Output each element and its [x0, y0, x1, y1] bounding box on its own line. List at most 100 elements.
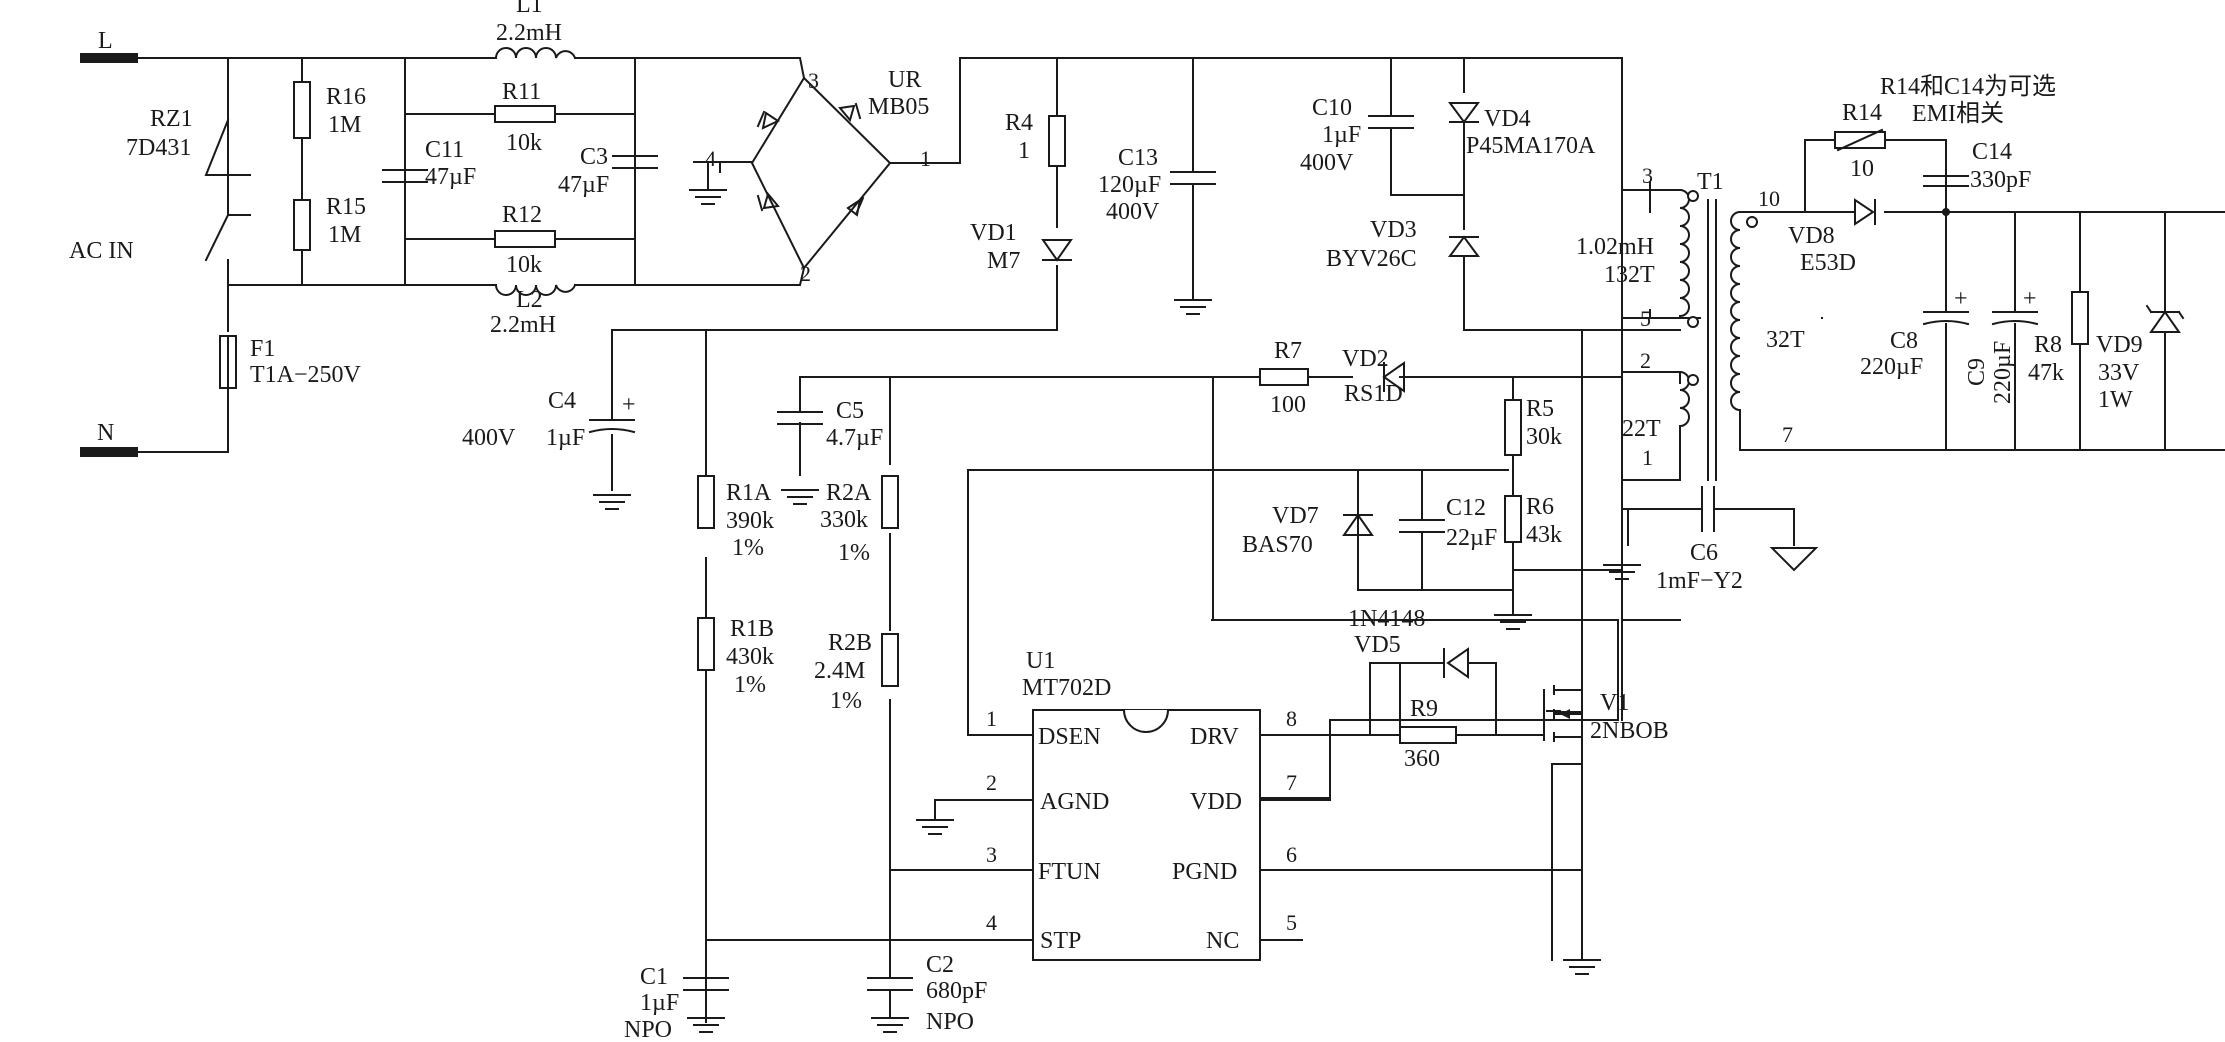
svg-text:1%: 1% [732, 535, 764, 561]
svg-text:PGND: PGND [1172, 859, 1237, 885]
neutral-label: N [97, 420, 114, 446]
capacitor-c6: C6 1mF−Y2 [1603, 479, 1819, 594]
svg-text:VD8: VD8 [1788, 223, 1835, 249]
svg-text:390k: 390k [726, 508, 774, 534]
resistor-r8: R8 47k [2028, 211, 2089, 451]
svg-text:R16: R16 [326, 84, 366, 110]
svg-text:R14和C14为可选: R14和C14为可选 [1880, 73, 2056, 100]
svg-text:NPO: NPO [624, 1017, 672, 1042]
svg-text:330pF: 330pF [1970, 167, 2031, 193]
svg-text:100: 100 [1270, 392, 1306, 418]
svg-text:VD1: VD1 [970, 220, 1017, 246]
svg-text:1N4148: 1N4148 [1348, 606, 1425, 632]
svg-text:L2: L2 [516, 287, 543, 313]
svg-text:47µF: 47µF [558, 172, 609, 198]
svg-text:4: 4 [986, 910, 997, 935]
svg-text:10: 10 [1850, 156, 1874, 182]
svg-text:1%: 1% [734, 672, 766, 698]
svg-text:R14: R14 [1842, 100, 1882, 126]
svg-text:5: 5 [1286, 910, 1297, 935]
svg-text:2.4M: 2.4M [814, 658, 865, 684]
svg-text:3: 3 [1642, 163, 1653, 188]
svg-text:VD5: VD5 [1354, 632, 1401, 658]
svg-text:T1A−250V: T1A−250V [250, 362, 362, 388]
svg-text:C4: C4 [548, 388, 576, 414]
svg-text:P45MA170A: P45MA170A [1466, 133, 1596, 159]
svg-text:C9: C9 [1964, 358, 1990, 386]
svg-text:1.02mH: 1.02mH [1576, 234, 1654, 260]
resistor-r1a: R1A 390k 1% [697, 475, 774, 561]
diode-vd8: VD8 E53D [1788, 198, 1950, 276]
capacitor-c5: C5 4.7µF [777, 398, 883, 505]
resistor-r16: R16 1M [293, 81, 366, 139]
mosfet-v1: V1 2NBOB [1495, 619, 1669, 975]
svg-text:R2A: R2A [826, 480, 872, 506]
resistor-r7: R7 100 [1259, 338, 1309, 418]
svg-text:7: 7 [1286, 770, 1297, 795]
svg-text:1%: 1% [830, 688, 862, 714]
svg-text:220µF: 220µF [1860, 354, 1923, 380]
svg-text:MB05: MB05 [868, 94, 929, 120]
inductor-l2: L2 2.2mH [490, 283, 577, 338]
svg-text:10k: 10k [506, 130, 542, 156]
svg-text:1: 1 [986, 706, 997, 731]
svg-text:VDD: VDD [1190, 789, 1242, 815]
svg-text:C3: C3 [580, 144, 608, 170]
resistor-r11: R11 10k [494, 79, 556, 156]
resistor-r14: R14 10 [1834, 100, 1886, 182]
svg-text:330k: 330k [820, 507, 868, 533]
svg-text:4.7µF: 4.7µF [826, 425, 883, 451]
capacitor-c12: C12 22µF [1399, 469, 1497, 591]
svg-text:1mF−Y2: 1mF−Y2 [1656, 568, 1743, 594]
capacitor-c8: + C8 220µF [1860, 211, 1970, 451]
svg-text:U1: U1 [1026, 648, 1055, 674]
capacitor-c4: + C4 400V 1µF [462, 388, 636, 510]
svg-text:R12: R12 [502, 202, 542, 228]
svg-text:2.2mH: 2.2mH [496, 20, 562, 46]
svg-text:R9: R9 [1410, 696, 1438, 722]
resistor-r6: R6 43k [1494, 469, 1562, 630]
svg-text:1: 1 [1642, 445, 1653, 470]
svg-text:EMI相关: EMI相关 [1912, 100, 2004, 127]
diode-vd7: VD7 BAS70 [1242, 503, 1374, 558]
svg-text:680pF: 680pF [926, 978, 987, 1004]
svg-text:7: 7 [1782, 422, 1793, 447]
svg-text:DSEN: DSEN [1038, 724, 1101, 750]
svg-text:1: 1 [1018, 138, 1030, 164]
svg-text:M7: M7 [987, 248, 1020, 274]
svg-text:VD3: VD3 [1370, 217, 1417, 243]
svg-text:1M: 1M [328, 222, 361, 248]
neutral-terminal [80, 447, 138, 457]
line-label: L [98, 28, 113, 54]
svg-text:120µF: 120µF [1098, 172, 1161, 198]
svg-text:VD2: VD2 [1342, 346, 1389, 372]
svg-text:32T: 32T [1766, 327, 1805, 353]
svg-text:C10: C10 [1312, 95, 1352, 121]
svg-text:R2B: R2B [828, 630, 872, 656]
resistor-r5: R5 30k [1504, 396, 1562, 456]
svg-text:4: 4 [705, 146, 716, 171]
svg-text:F1: F1 [250, 336, 275, 362]
svg-text:RZ1: RZ1 [150, 106, 193, 132]
resistor-r2a: R2A 330k 1% [820, 475, 899, 566]
svg-text:8: 8 [1286, 706, 1297, 731]
svg-text:220µF: 220µF [1990, 341, 2016, 404]
svg-text:MT702D: MT702D [1022, 675, 1111, 701]
svg-text:C8: C8 [1890, 328, 1918, 354]
svg-text:R4: R4 [1005, 110, 1033, 136]
svg-text:BAS70: BAS70 [1242, 532, 1313, 558]
svg-text:C11: C11 [425, 137, 464, 163]
resistor-r2b: R2B 2.4M 1% [814, 630, 899, 714]
svg-text:10: 10 [1758, 186, 1780, 211]
svg-text:VD4: VD4 [1484, 106, 1531, 132]
capacitor-c13: C13 120µF 400V [1098, 145, 1216, 315]
svg-text:2NBOB: 2NBOB [1590, 718, 1669, 744]
svg-text:R11: R11 [502, 79, 541, 105]
svg-text:132T: 132T [1604, 262, 1655, 288]
svg-text:33V: 33V [2098, 360, 2140, 386]
svg-text:400V: 400V [1300, 150, 1354, 176]
svg-text:1µF: 1µF [1322, 122, 1361, 148]
svg-text:R7: R7 [1274, 338, 1302, 364]
resistor-r12: R12 10k [494, 202, 556, 278]
